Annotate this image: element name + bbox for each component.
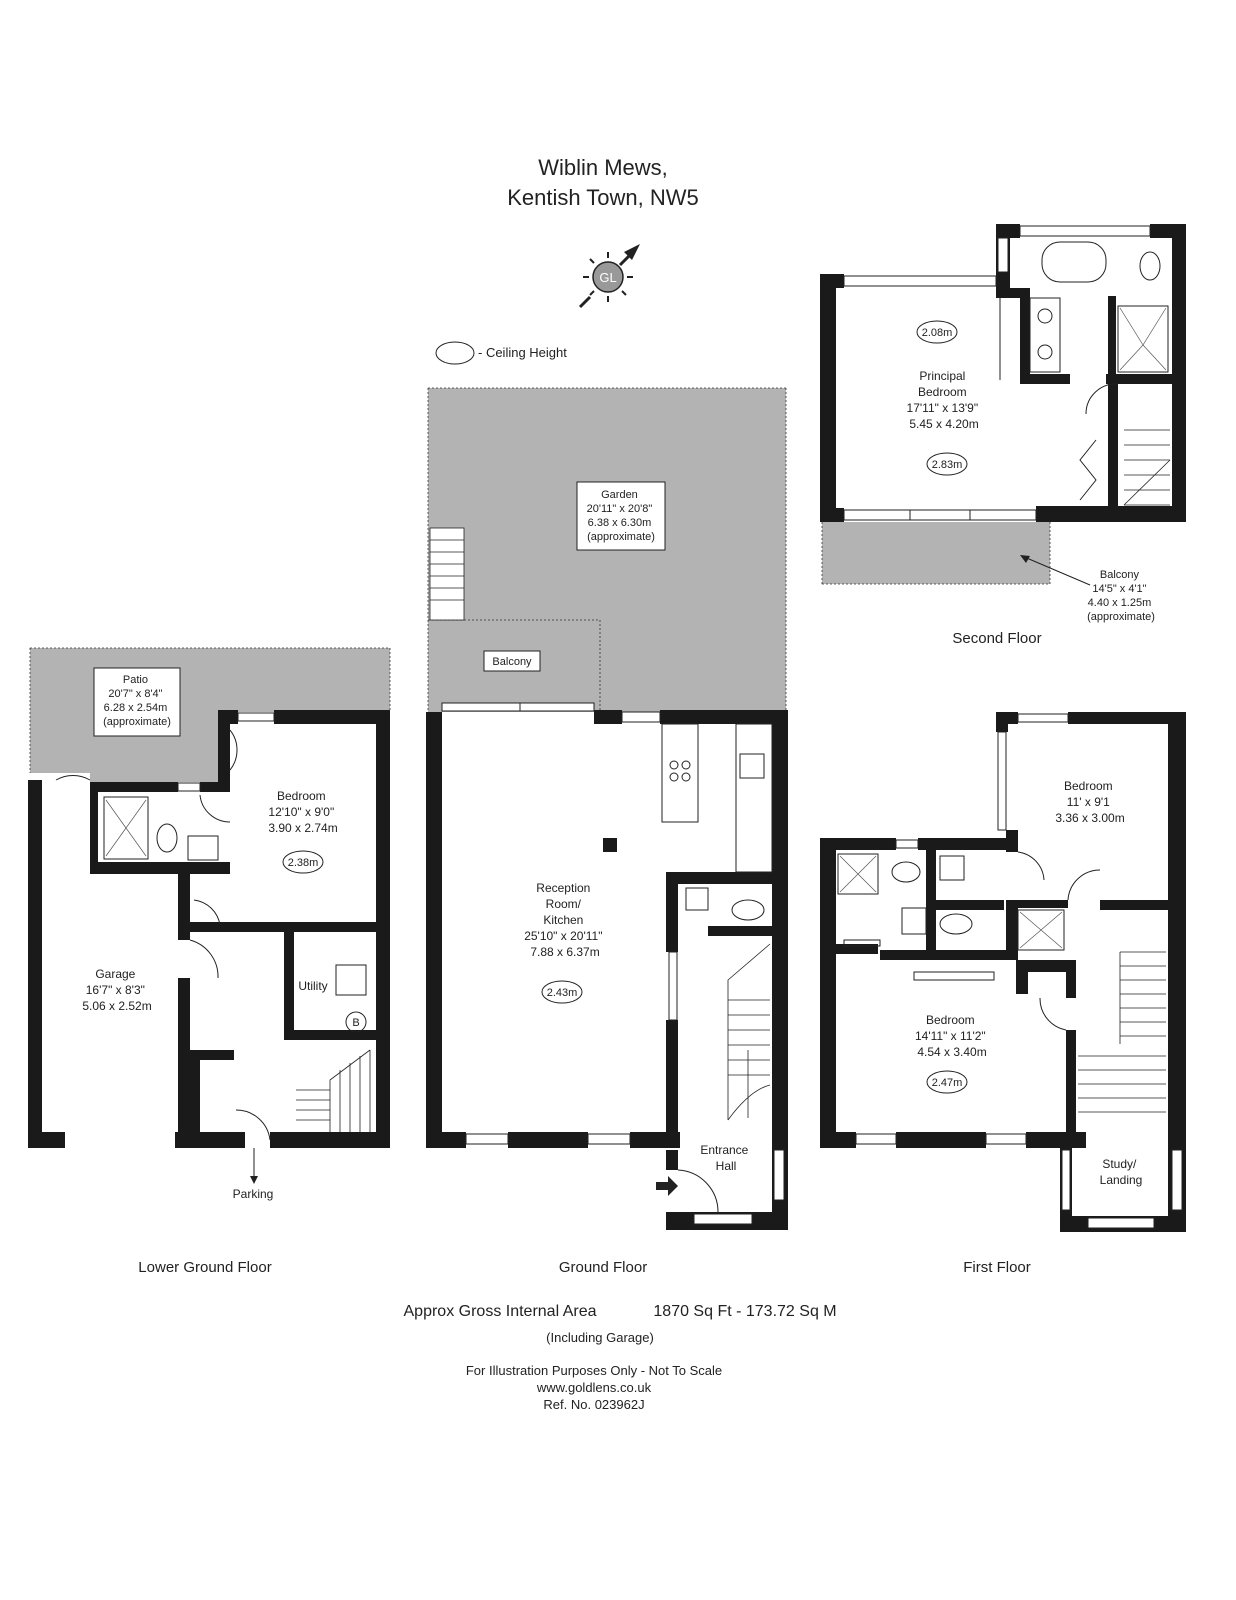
principal-ceiling-a: 2.08m	[922, 327, 953, 339]
patio-label: Patio 20'7" x 8'4" 6.28 x 2.54m (approxi…	[103, 674, 171, 728]
first-bedroom-a-label: Bedroom 11' x 9'1 3.36 x 3.00m	[1055, 779, 1124, 825]
second-floor-label: Second Floor	[952, 630, 1041, 647]
parking-label: Parking	[233, 1187, 274, 1201]
principal-bedroom-label: Principal Bedroom 17'11" x 13'9" 5.45 x …	[907, 369, 982, 431]
garage-label: Garage 16'7" x 8'3" 5.06 x 2.52m	[82, 967, 151, 1013]
ground-balcony-label: Balcony	[492, 656, 532, 668]
reference-number: Ref. No. 023962J	[543, 1397, 644, 1412]
reception-ceiling: 2.43m	[547, 987, 578, 999]
first-floor: Bedroom 11' x 9'1 3.36 x 3.00m Bedroom 1…	[820, 712, 1186, 1276]
study-landing-label: Study/ Landing	[1100, 1157, 1143, 1187]
second-balcony-label: Balcony 14'5" x 4'1" 4.40 x 1.25m (appro…	[1087, 569, 1155, 623]
ground-floor: Garden 20'11" x 20'8" 6.38 x 6.30m (appr…	[426, 387, 788, 1276]
second-floor: 2.08m Principal Bedroom 17'11" x 13'9" 5…	[820, 224, 1186, 647]
first-bedroom-b-label: Bedroom 14'11" x 11'2" 4.54 x 3.40m	[915, 1013, 989, 1059]
compass-icon: GL	[578, 244, 640, 309]
second-balcony-area	[822, 522, 1050, 584]
garden-label: Garden 20'11" x 20'8" 6.38 x 6.30m (appr…	[587, 489, 656, 543]
area-value: 1870 Sq Ft - 173.72 Sq M	[653, 1303, 836, 1320]
legend-label: - Ceiling Height	[478, 345, 567, 360]
lower-ground-floor: Patio 20'7" x 8'4" 6.28 x 2.54m (approxi…	[28, 647, 391, 1276]
illustration-note: For Illustration Purposes Only - Not To …	[466, 1363, 722, 1378]
lg-bedroom-label: Bedroom 12'10" x 9'0" 3.90 x 2.74m	[268, 789, 337, 835]
compass-logo-text: GL	[599, 270, 616, 285]
website: www.goldlens.co.uk	[536, 1380, 652, 1395]
principal-ceiling-b: 2.83m	[932, 459, 963, 471]
lower-ground-floor-label: Lower Ground Floor	[138, 1259, 271, 1276]
boiler-label: B	[352, 1017, 359, 1029]
title-line-1: Wiblin Mews,	[538, 155, 668, 180]
area-label: Approx Gross Internal Area	[404, 1303, 597, 1320]
including-garage: (Including Garage)	[546, 1330, 654, 1345]
title-line-2: Kentish Town, NW5	[507, 185, 699, 210]
reception-label: Reception Room/ Kitchen 25'10" x 20'11" …	[524, 881, 606, 959]
entrance-hall-label: Entrance Hall	[700, 1143, 751, 1173]
ceiling-height-legend: - Ceiling Height	[435, 341, 567, 365]
first-floor-label: First Floor	[963, 1259, 1031, 1276]
first-bedroom-b-ceiling: 2.47m	[932, 1077, 963, 1089]
ground-floor-label: Ground Floor	[559, 1259, 647, 1276]
utility-label: Utility	[298, 979, 327, 993]
lg-bedroom-ceiling: 2.38m	[288, 857, 319, 869]
